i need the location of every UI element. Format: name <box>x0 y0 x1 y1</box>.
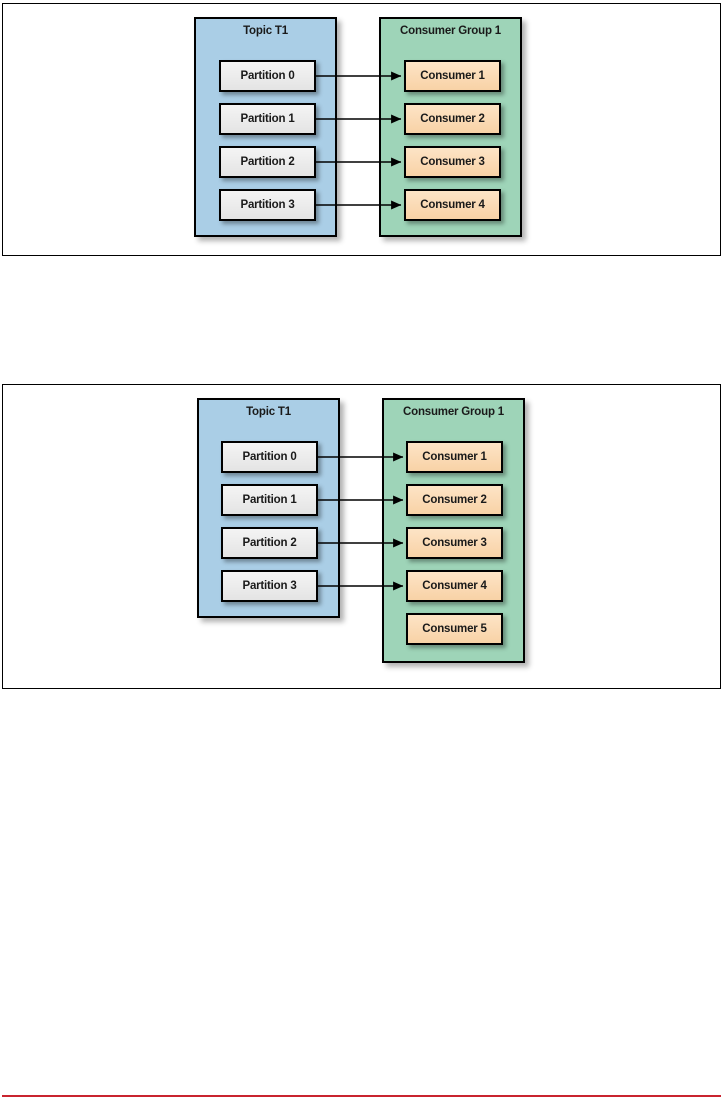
consumer-label: Consumer 4 <box>422 580 487 592</box>
figure-1-canvas: Topic T1 Partition 0 Partition 1 Partiti… <box>3 4 720 255</box>
consumer-box-1-fig2[interactable]: Consumer 1 <box>406 441 503 473</box>
partition-box-3-fig1[interactable]: Partition 3 <box>219 189 316 221</box>
consumer-label: Consumer 1 <box>422 451 487 463</box>
consumer-label: Consumer 5 <box>422 623 487 635</box>
consumer-label: Consumer 1 <box>420 70 485 82</box>
partition-label: Partition 3 <box>240 199 295 211</box>
consumer-label: Consumer 3 <box>420 156 485 168</box>
consumer-group-title-1: Consumer Group 1 <box>400 25 501 37</box>
partition-label: Partition 2 <box>240 156 295 168</box>
partition-box-0-fig1[interactable]: Partition 0 <box>219 60 316 92</box>
partition-box-3-fig2[interactable]: Partition 3 <box>221 570 318 602</box>
consumer-box-2-fig1[interactable]: Consumer 2 <box>404 103 501 135</box>
consumer-label: Consumer 2 <box>420 113 485 125</box>
figure-2-canvas: Topic T1 Partition 0 Partition 1 Partiti… <box>3 385 720 688</box>
partition-box-2-fig1[interactable]: Partition 2 <box>219 146 316 178</box>
consumer-box-2-fig2[interactable]: Consumer 2 <box>406 484 503 516</box>
topic-title-2: Topic T1 <box>246 406 291 418</box>
consumer-label: Consumer 3 <box>422 537 487 549</box>
consumer-box-5-fig2[interactable]: Consumer 5 <box>406 613 503 645</box>
consumer-label: Consumer 2 <box>422 494 487 506</box>
partition-box-1-fig2[interactable]: Partition 1 <box>221 484 318 516</box>
topic-title-1: Topic T1 <box>243 25 288 37</box>
figure-frame-2: Topic T1 Partition 0 Partition 1 Partiti… <box>2 384 721 689</box>
consumer-box-4-fig1[interactable]: Consumer 4 <box>404 189 501 221</box>
figure-frame-1: Topic T1 Partition 0 Partition 1 Partiti… <box>2 3 721 256</box>
footer-rule <box>2 1095 721 1097</box>
partition-box-1-fig1[interactable]: Partition 1 <box>219 103 316 135</box>
consumer-label: Consumer 4 <box>420 199 485 211</box>
partition-box-0-fig2[interactable]: Partition 0 <box>221 441 318 473</box>
partition-label: Partition 3 <box>242 580 297 592</box>
consumer-box-3-fig2[interactable]: Consumer 3 <box>406 527 503 559</box>
consumer-group-title-2: Consumer Group 1 <box>403 406 504 418</box>
partition-label: Partition 1 <box>242 494 297 506</box>
arrow-layer-fig2 <box>318 452 404 591</box>
partition-box-2-fig2[interactable]: Partition 2 <box>221 527 318 559</box>
consumer-box-3-fig1[interactable]: Consumer 3 <box>404 146 501 178</box>
partition-label: Partition 0 <box>240 70 295 82</box>
consumer-box-1-fig1[interactable]: Consumer 1 <box>404 60 501 92</box>
partition-label: Partition 0 <box>242 451 297 463</box>
consumer-box-4-fig2[interactable]: Consumer 4 <box>406 570 503 602</box>
partition-label: Partition 2 <box>242 537 297 549</box>
arrow-layer-fig1 <box>316 71 402 210</box>
partition-label: Partition 1 <box>240 113 295 125</box>
